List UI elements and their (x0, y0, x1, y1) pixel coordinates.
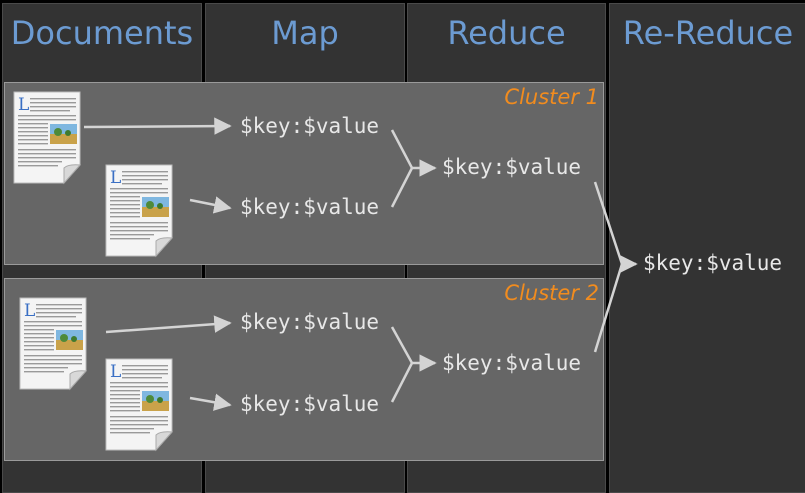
document-icon: L (104, 163, 174, 258)
cluster-1-map-output-2: $key:$value (240, 195, 380, 219)
svg-text:L: L (24, 301, 35, 321)
svg-text:L: L (110, 362, 121, 382)
cluster-1-map-output-1: $key:$value (240, 114, 380, 138)
cluster-2-panel: Cluster 2 (4, 278, 604, 461)
reduce-header: Reduce (447, 14, 566, 52)
cluster-1-reduce-output: $key:$value (442, 155, 582, 179)
cluster-2-label: Cluster 2 (504, 281, 599, 305)
svg-text:L: L (18, 95, 29, 115)
cluster-2-map-output-2: $key:$value (240, 392, 380, 416)
documents-header: Documents (10, 14, 194, 52)
cluster-2-map-output-1: $key:$value (240, 310, 380, 334)
document-icon: L (12, 90, 82, 185)
svg-text:L: L (110, 168, 121, 188)
cluster-2-reduce-output: $key:$value (442, 351, 582, 375)
cluster-1-panel: Cluster 1 (4, 82, 604, 265)
rereduce-column (609, 3, 805, 493)
map-header: Map (271, 14, 339, 52)
rereduce-header: Re-Reduce (622, 14, 794, 52)
cluster-1-label: Cluster 1 (504, 85, 599, 109)
document-icon: L (104, 357, 174, 452)
document-icon: L (18, 296, 88, 391)
rereduce-output: $key:$value (643, 251, 783, 275)
